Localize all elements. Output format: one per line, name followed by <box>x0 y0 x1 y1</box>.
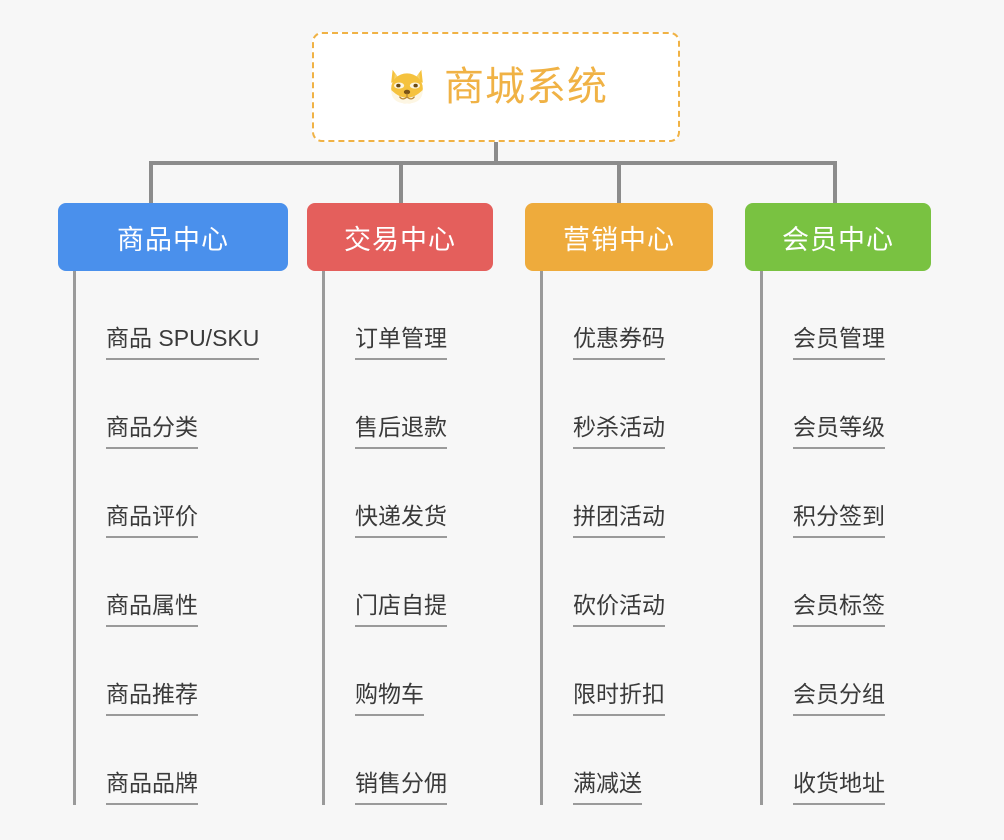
branch-marketing-center: 营销中心 优惠券码 秒杀活动 拼团活动 砍价活动 限时折扣 满减送 <box>525 203 713 805</box>
list-item[interactable]: 收货地址 <box>760 716 931 805</box>
leaf-label: 秒杀活动 <box>573 413 665 449</box>
leaf-label: 会员分组 <box>793 680 885 716</box>
list-item[interactable]: 会员分组 <box>760 627 931 716</box>
connector-root-stem <box>494 142 498 164</box>
branch-leaves-2: 订单管理 售后退款 快递发货 门店自提 购物车 销售分佣 <box>322 271 493 805</box>
branch-title-4: 会员中心 <box>782 224 894 255</box>
leaf-label: 购物车 <box>355 680 424 716</box>
leaf-label: 订单管理 <box>355 324 447 360</box>
list-item[interactable]: 会员标签 <box>760 538 931 627</box>
branch-spine-1 <box>73 271 76 805</box>
list-item[interactable]: 售后退款 <box>322 360 493 449</box>
leaf-label: 商品评价 <box>106 502 198 538</box>
branch-spine-3 <box>540 271 543 805</box>
leaf-label: 拼团活动 <box>573 502 665 538</box>
leaf-label: 会员等级 <box>793 413 885 449</box>
branch-leaves-1: 商品 SPU/SKU 商品分类 商品评价 商品属性 商品推荐 商品品牌 <box>73 271 288 805</box>
list-item[interactable]: 商品 SPU/SKU <box>73 271 288 360</box>
list-item[interactable]: 拼团活动 <box>540 449 713 538</box>
branch-title-2: 交易中心 <box>344 224 456 255</box>
branch-spine-4 <box>760 271 763 805</box>
leaf-label: 积分签到 <box>793 502 885 538</box>
list-item[interactable]: 订单管理 <box>322 271 493 360</box>
leaf-label: 满减送 <box>573 769 642 805</box>
branch-header-1[interactable]: 商品中心 <box>58 203 288 271</box>
leaf-label: 会员管理 <box>793 324 885 360</box>
root-node[interactable]: 商城系统 <box>312 32 680 142</box>
leaf-label: 优惠券码 <box>573 324 665 360</box>
connector-drop-branch-3 <box>617 161 621 203</box>
leaf-label: 收货地址 <box>793 769 885 805</box>
leaf-label: 商品品牌 <box>106 769 198 805</box>
connector-drop-branch-1 <box>149 161 153 203</box>
list-item[interactable]: 商品推荐 <box>73 627 288 716</box>
branch-header-4[interactable]: 会员中心 <box>745 203 931 271</box>
branch-spine-2 <box>322 271 325 805</box>
leaf-label: 商品推荐 <box>106 680 198 716</box>
branch-title-3: 营销中心 <box>563 224 675 255</box>
list-item[interactable]: 秒杀活动 <box>540 360 713 449</box>
leaf-label: 商品属性 <box>106 591 198 627</box>
list-item[interactable]: 砍价活动 <box>540 538 713 627</box>
list-item[interactable]: 商品评价 <box>73 449 288 538</box>
list-item[interactable]: 会员管理 <box>760 271 931 360</box>
branch-trade-center: 交易中心 订单管理 售后退款 快递发货 门店自提 购物车 销售分佣 <box>307 203 493 805</box>
list-item[interactable]: 商品分类 <box>73 360 288 449</box>
connector-drop-branch-4 <box>833 161 837 203</box>
root-title: 商城系统 <box>444 65 608 109</box>
branch-member-center: 会员中心 会员管理 会员等级 积分签到 会员标签 会员分组 收货地址 <box>745 203 931 805</box>
leaf-label: 商品分类 <box>106 413 198 449</box>
list-item[interactable]: 快递发货 <box>322 449 493 538</box>
leaf-label: 会员标签 <box>793 591 885 627</box>
branch-product-center: 商品中心 商品 SPU/SKU 商品分类 商品评价 商品属性 商品推荐 商品品牌 <box>58 203 288 805</box>
list-item[interactable]: 商品品牌 <box>73 716 288 805</box>
branch-leaves-4: 会员管理 会员等级 积分签到 会员标签 会员分组 收货地址 <box>760 271 931 805</box>
leaf-label: 售后退款 <box>355 413 447 449</box>
list-item[interactable]: 积分签到 <box>760 449 931 538</box>
leaf-label: 商品 SPU/SKU <box>106 324 260 360</box>
list-item[interactable]: 购物车 <box>322 627 493 716</box>
leaf-label: 快递发货 <box>355 502 447 538</box>
branch-title-1: 商品中心 <box>117 224 229 255</box>
list-item[interactable]: 门店自提 <box>322 538 493 627</box>
list-item[interactable]: 优惠券码 <box>540 271 713 360</box>
list-item[interactable]: 销售分佣 <box>322 716 493 805</box>
branch-header-2[interactable]: 交易中心 <box>307 203 493 271</box>
leaf-label: 砍价活动 <box>573 591 665 627</box>
branch-leaves-3: 优惠券码 秒杀活动 拼团活动 砍价活动 限时折扣 满减送 <box>540 271 713 805</box>
list-item[interactable]: 限时折扣 <box>540 627 713 716</box>
list-item[interactable]: 会员等级 <box>760 360 931 449</box>
leaf-label: 门店自提 <box>355 591 447 627</box>
leaf-label: 限时折扣 <box>573 680 665 716</box>
list-item[interactable]: 商品属性 <box>73 538 288 627</box>
branch-header-3[interactable]: 营销中心 <box>525 203 713 271</box>
leaf-label: 销售分佣 <box>355 769 447 805</box>
shiba-dog-face-icon <box>391 69 423 104</box>
connector-horizontal-bus <box>149 161 837 165</box>
list-item[interactable]: 满减送 <box>540 716 713 805</box>
connector-drop-branch-2 <box>399 161 403 203</box>
